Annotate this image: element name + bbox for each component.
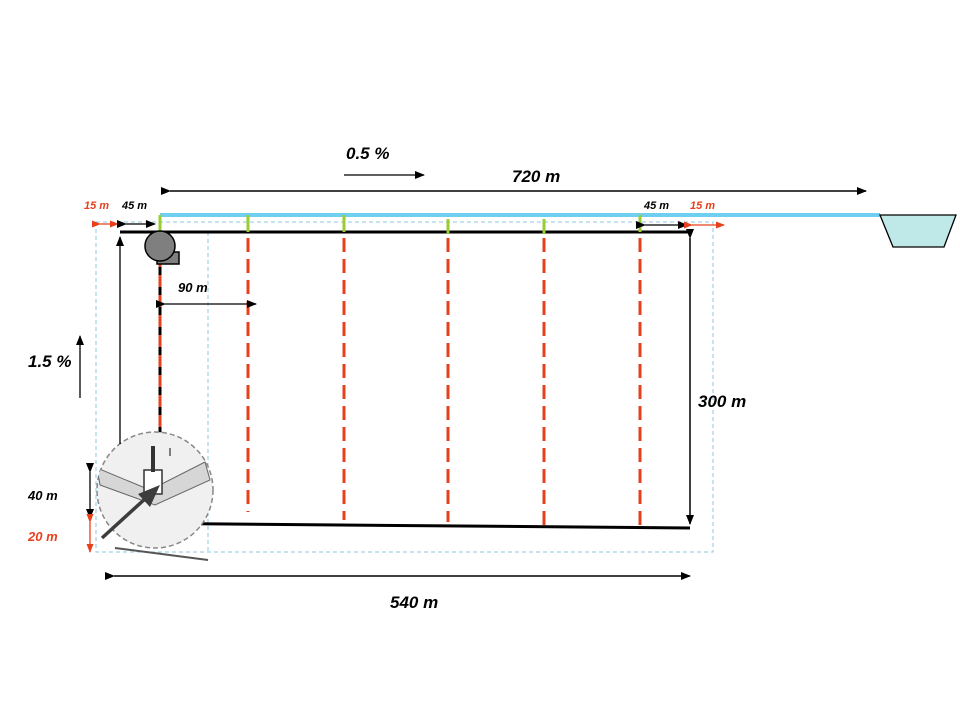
label-90: 90 m: [178, 280, 208, 295]
laterals: [246, 238, 642, 528]
detail-pointer-head: [138, 485, 160, 507]
sprinkler-detail-icon: [96, 431, 214, 561]
label-540: 540 m: [390, 593, 438, 612]
label-left-45: 45 m: [121, 200, 147, 212]
label-20: 20 m: [27, 529, 58, 544]
label-right-45: 45 m: [643, 200, 669, 212]
label-right-15: 15 m: [690, 200, 715, 212]
label-left-15: 15 m: [84, 200, 109, 212]
main-line-bottom: [111, 521, 691, 530]
label-720: 720 m: [512, 167, 560, 186]
label-slope-top: 0.5 %: [346, 144, 389, 163]
detail-pointer-arrow: [100, 496, 148, 540]
label-slope-left: 1.5 %: [28, 352, 71, 371]
field-boundary: [95, 221, 714, 553]
pump-icon: [144, 230, 180, 265]
label-40: 40 m: [27, 488, 58, 503]
label-300: 300 m: [698, 392, 746, 411]
reservoir-icon: [879, 214, 957, 248]
